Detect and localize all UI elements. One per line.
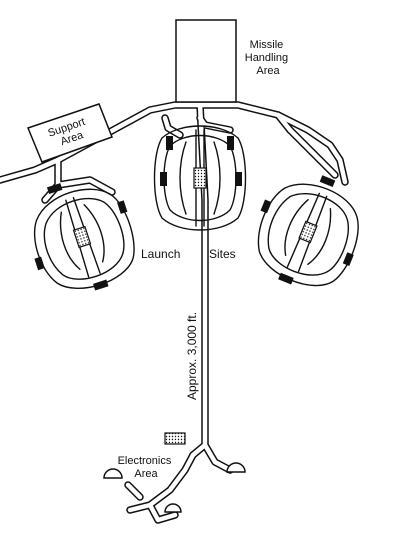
distance-label: Approx. 3,000 ft. (185, 312, 199, 400)
missile-handling-label: Missile Handling Area (245, 39, 291, 77)
missile-handling-area (175, 19, 237, 103)
support-area: Support Area (27, 103, 113, 163)
electronics-area-label: Electronics Area (118, 455, 175, 480)
launch-sites-label: Launch Sites (141, 247, 236, 261)
electronics-area (103, 432, 246, 513)
launch-site-center (153, 125, 247, 231)
launch-site-left (33, 183, 135, 291)
launch-site-right (257, 175, 359, 287)
